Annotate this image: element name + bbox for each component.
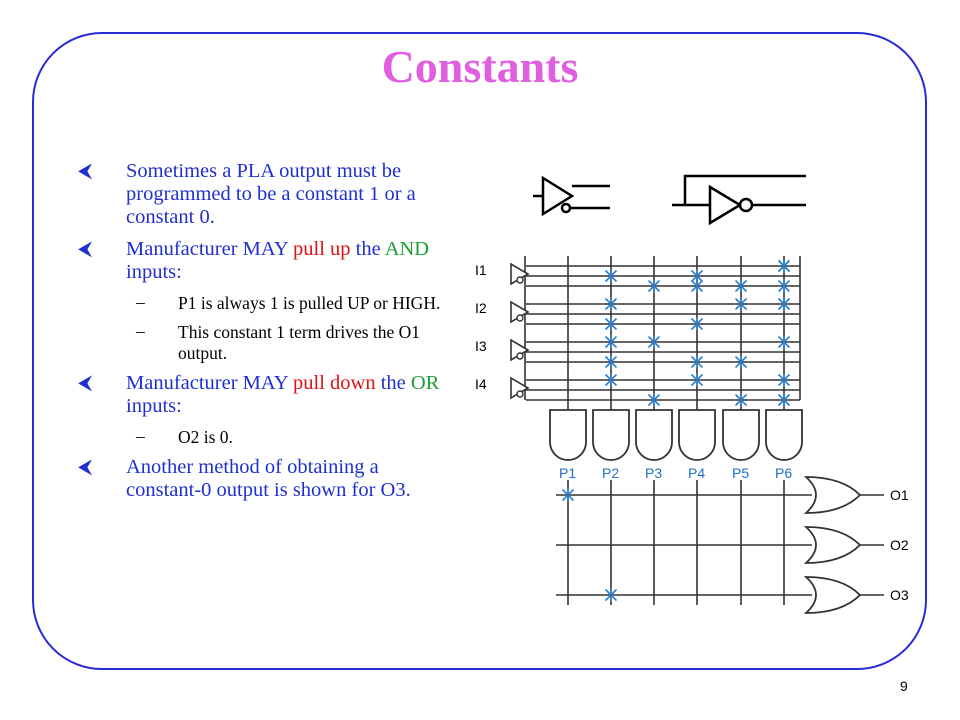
inversion-bubble [516,276,524,284]
bullet-item: ⮜ Manufacturer MAY pull up the AND inputs… [78,238,458,284]
input-label: I1 [475,262,487,278]
dash-marker: – [136,321,145,341]
and-gate [678,409,716,461]
bullet-text: OR [410,372,440,394]
and-gate [635,409,673,461]
bullet-text: This constant 1 term drives the O1 outpu… [178,322,421,363]
output-label: O3 [890,587,909,603]
bullet-arrow-icon: ⮜ [78,456,93,478]
sub-bullet-item: – P1 is always 1 is pulled UP or HIGH. [78,292,458,314]
or-gate [803,476,862,514]
inversion-bubble [516,314,524,322]
inverter-symbol [672,174,806,226]
product-term-label: P5 [732,465,749,481]
and-gate [722,409,760,461]
bullet-text: pull down [293,372,376,394]
bullet-text: Another method of obtaining a constant-0… [126,456,411,501]
product-term-label: P2 [602,465,619,481]
slide-title: Constants [381,41,579,92]
bullet-text: pull up [293,238,351,260]
and-gate [765,409,803,461]
or-gate [803,576,862,614]
sub-bullet-item: – O2 is 0. [78,426,458,448]
bullet-arrow-icon: ⮜ [78,160,93,182]
dash-marker: – [136,292,145,312]
output-label: O2 [890,537,909,553]
bullet-text: inputs: [126,395,182,417]
bullet-text: the [350,238,385,260]
bullet-text: AND [384,238,430,260]
bullet-text: O2 is 0. [178,427,233,447]
product-term-label: P6 [775,465,792,481]
output-label: O1 [890,487,909,503]
product-term-label: P3 [645,465,662,481]
inversion-bubble [516,390,524,398]
page-number: 9 [900,678,908,694]
pull-up-symbol [533,175,610,217]
bullet-arrow-icon: ⮜ [78,238,93,260]
bullet-item: ⮜ Another method of obtaining a constant-… [78,456,458,502]
input-label: I2 [475,300,487,316]
sub-bullet-item: – This constant 1 term drives the O1 outp… [78,321,458,364]
bullet-text: Manufacturer MAY [126,372,293,394]
product-term-label: P1 [559,465,576,481]
inversion-bubble [516,352,524,360]
bullet-arrow-icon: ⮜ [78,372,93,394]
slide-frame [32,32,927,670]
bullet-text: inputs: [126,261,182,283]
input-label: I3 [475,338,487,354]
and-gate [549,409,587,461]
bullet-item: ⮜ Manufacturer MAY pull down the OR input… [78,372,458,418]
or-gate [803,526,862,564]
bullet-text: Manufacturer MAY [126,238,293,260]
and-gate [592,409,630,461]
bullet-text: P1 is always 1 is pulled UP or HIGH. [178,293,441,313]
bullet-text: Sometimes a PLA output must be programme… [126,160,416,228]
bullet-list: ⮜ Sometimes a PLA output must be programm… [78,160,458,511]
bullet-item: ⮜ Sometimes a PLA output must be programm… [78,160,458,229]
product-term-label: P4 [688,465,705,481]
dash-marker: – [136,426,145,446]
input-label: I4 [475,376,487,392]
bullet-text: the [375,372,411,394]
